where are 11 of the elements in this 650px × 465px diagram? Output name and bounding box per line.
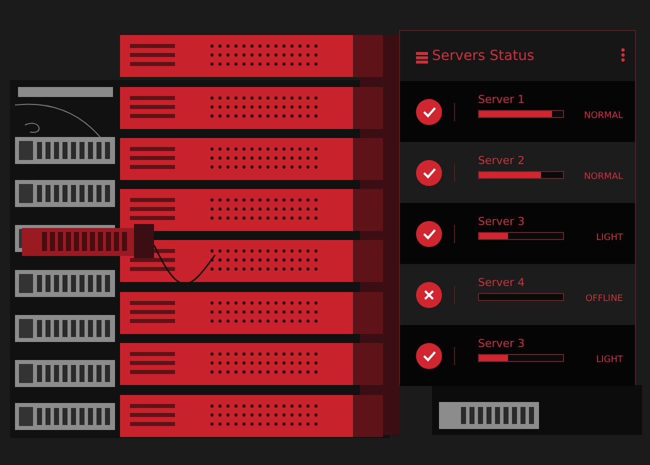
server-name: Server 1 <box>478 93 525 106</box>
status-text: LIGHT <box>596 355 623 365</box>
panel-title: Servers Status <box>432 48 534 64</box>
server-name: Server 3 <box>478 215 525 228</box>
status-text: NORMAL <box>584 111 623 121</box>
status-text: LIGHT <box>596 233 623 243</box>
status-text: OFFLINE <box>585 294 623 304</box>
server-name: Server 2 <box>478 154 525 167</box>
status-text: NORMAL <box>584 172 623 182</box>
server-name: Server 3 <box>478 337 525 350</box>
server-name: Server 4 <box>478 276 525 289</box>
